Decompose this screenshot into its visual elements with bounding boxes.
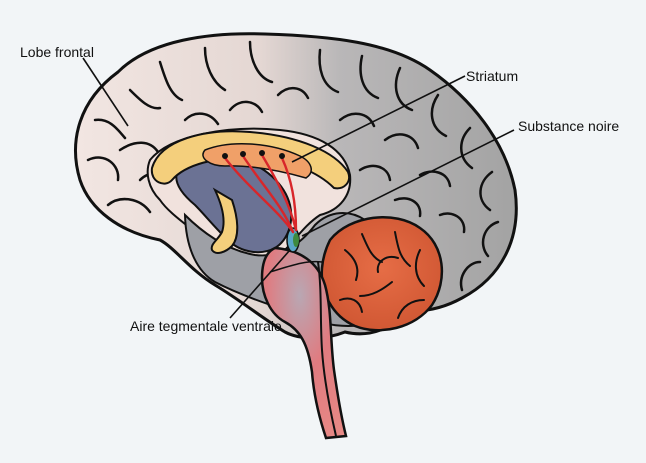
pathway-terminals [222, 150, 285, 159]
striatum [202, 143, 312, 179]
cerebellum-folia [339, 231, 425, 319]
spinal-canal [317, 261, 337, 437]
brainstem [260, 246, 348, 440]
fornix [210, 187, 239, 254]
label-frontal-lobe: Lobe frontal [20, 44, 94, 60]
label-striatum: Striatum [466, 68, 519, 84]
cerebellum [320, 216, 444, 332]
label-vta: Aire tegmentale ventrale [130, 318, 282, 334]
label-substantia-nigra: Substance noire [518, 118, 620, 134]
midbrain-boundary [269, 260, 323, 273]
dopamine-pathways [223, 153, 298, 234]
striatum-arc [150, 130, 350, 190]
leader-lines [82, 57, 515, 319]
substantia-nigra-marker [293, 233, 299, 247]
